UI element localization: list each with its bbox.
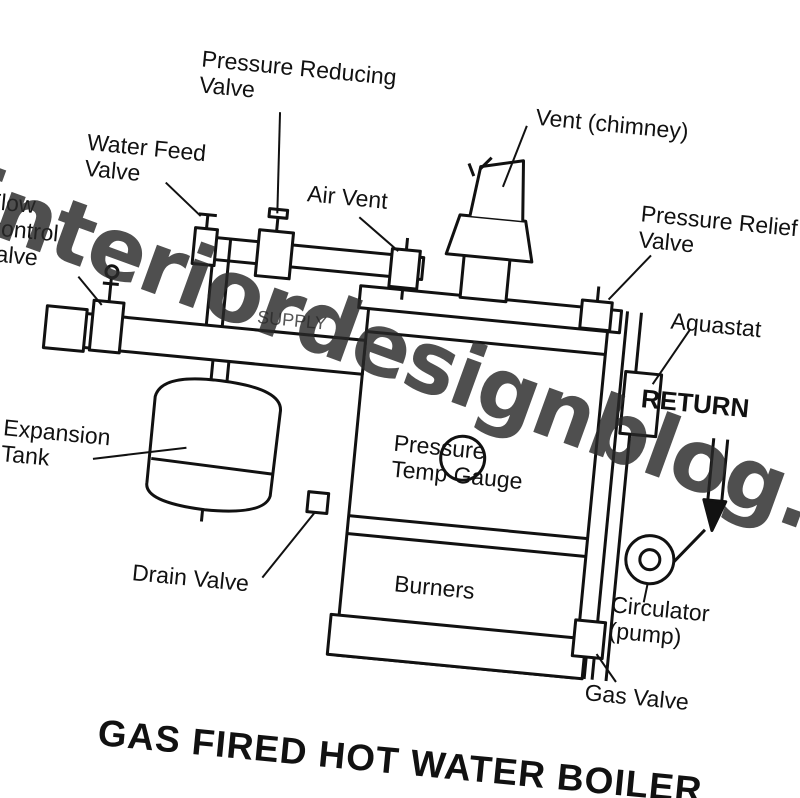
drain-valve <box>305 490 331 516</box>
pressure-temp-gauge <box>439 434 487 482</box>
vent-chimney <box>468 159 526 221</box>
gas-valve-body <box>570 618 608 661</box>
aquastat-box <box>618 370 664 439</box>
label-expansion-tank: Expansion Tank <box>0 414 112 471</box>
circulator-pump <box>624 534 676 586</box>
pressure-reducing-valve <box>253 228 296 281</box>
air-vent-body <box>387 247 422 291</box>
return-pipe <box>590 311 630 680</box>
label-flow-control-valve: Flow Control Valve <box>0 187 60 271</box>
label-circulator: Circulator (pump) <box>607 591 711 651</box>
water-feed-valve <box>190 226 219 268</box>
expansion-tank <box>145 377 282 513</box>
return-arrow <box>702 498 728 532</box>
relief-valve-body <box>578 298 614 333</box>
burner-divider <box>348 514 588 541</box>
boiler-base <box>325 612 588 681</box>
vent-hood <box>444 213 534 264</box>
flow-control-valve <box>87 298 126 355</box>
